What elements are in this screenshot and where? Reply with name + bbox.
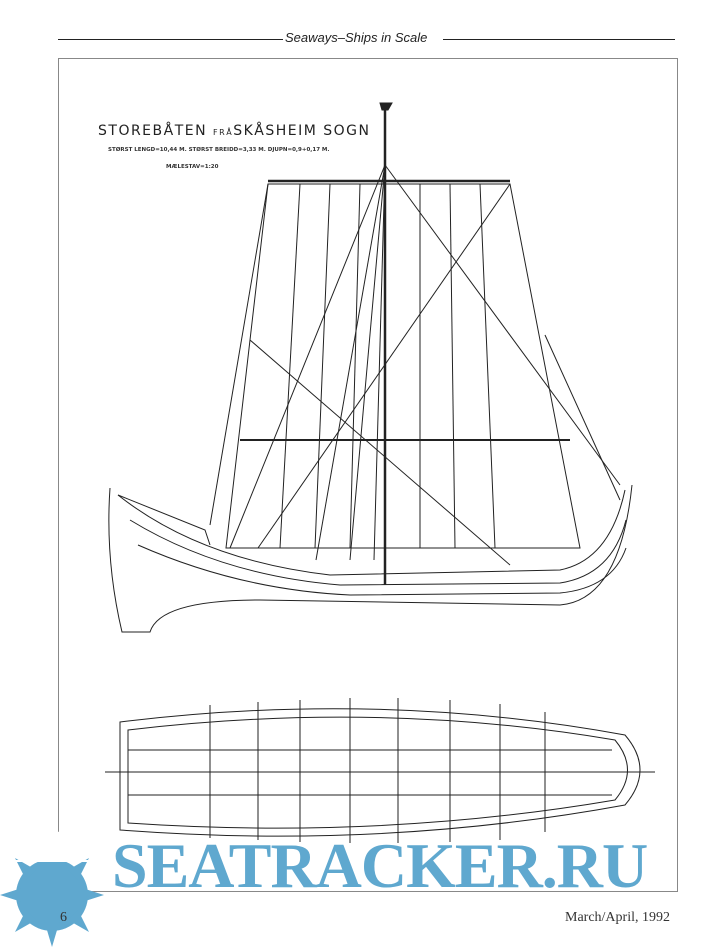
drawing-title: STOREBÅTEN FRÅSKÅSHEIM SOGN (98, 123, 370, 141)
dimensions-text: STØRST LENGD=10,44 M. STØRST BREIDD=3,33… (108, 147, 330, 153)
title-rest: SKÅSHEIM SOGN (233, 123, 371, 139)
page-number: 6 (60, 910, 67, 925)
running-header: Seaways–Ships in Scale (285, 30, 428, 45)
sail (225, 179, 581, 549)
mast-and-rigging (209, 102, 621, 585)
hull-plan-view (105, 698, 655, 843)
header-rule-right (443, 39, 675, 40)
header-rule-left (58, 39, 283, 40)
watermark-text: SEATRACKER.RU (112, 830, 648, 901)
title-main: STOREBÅTEN (98, 123, 208, 139)
watermark-sun-icon (0, 831, 104, 947)
issue-date: March/April, 1992 (565, 910, 670, 925)
title-small: FRÅ (213, 128, 234, 137)
drawing-frame (58, 58, 678, 892)
hull-side-view (108, 484, 633, 633)
scale-text: MÆLESTAV=1:20 (166, 164, 219, 170)
